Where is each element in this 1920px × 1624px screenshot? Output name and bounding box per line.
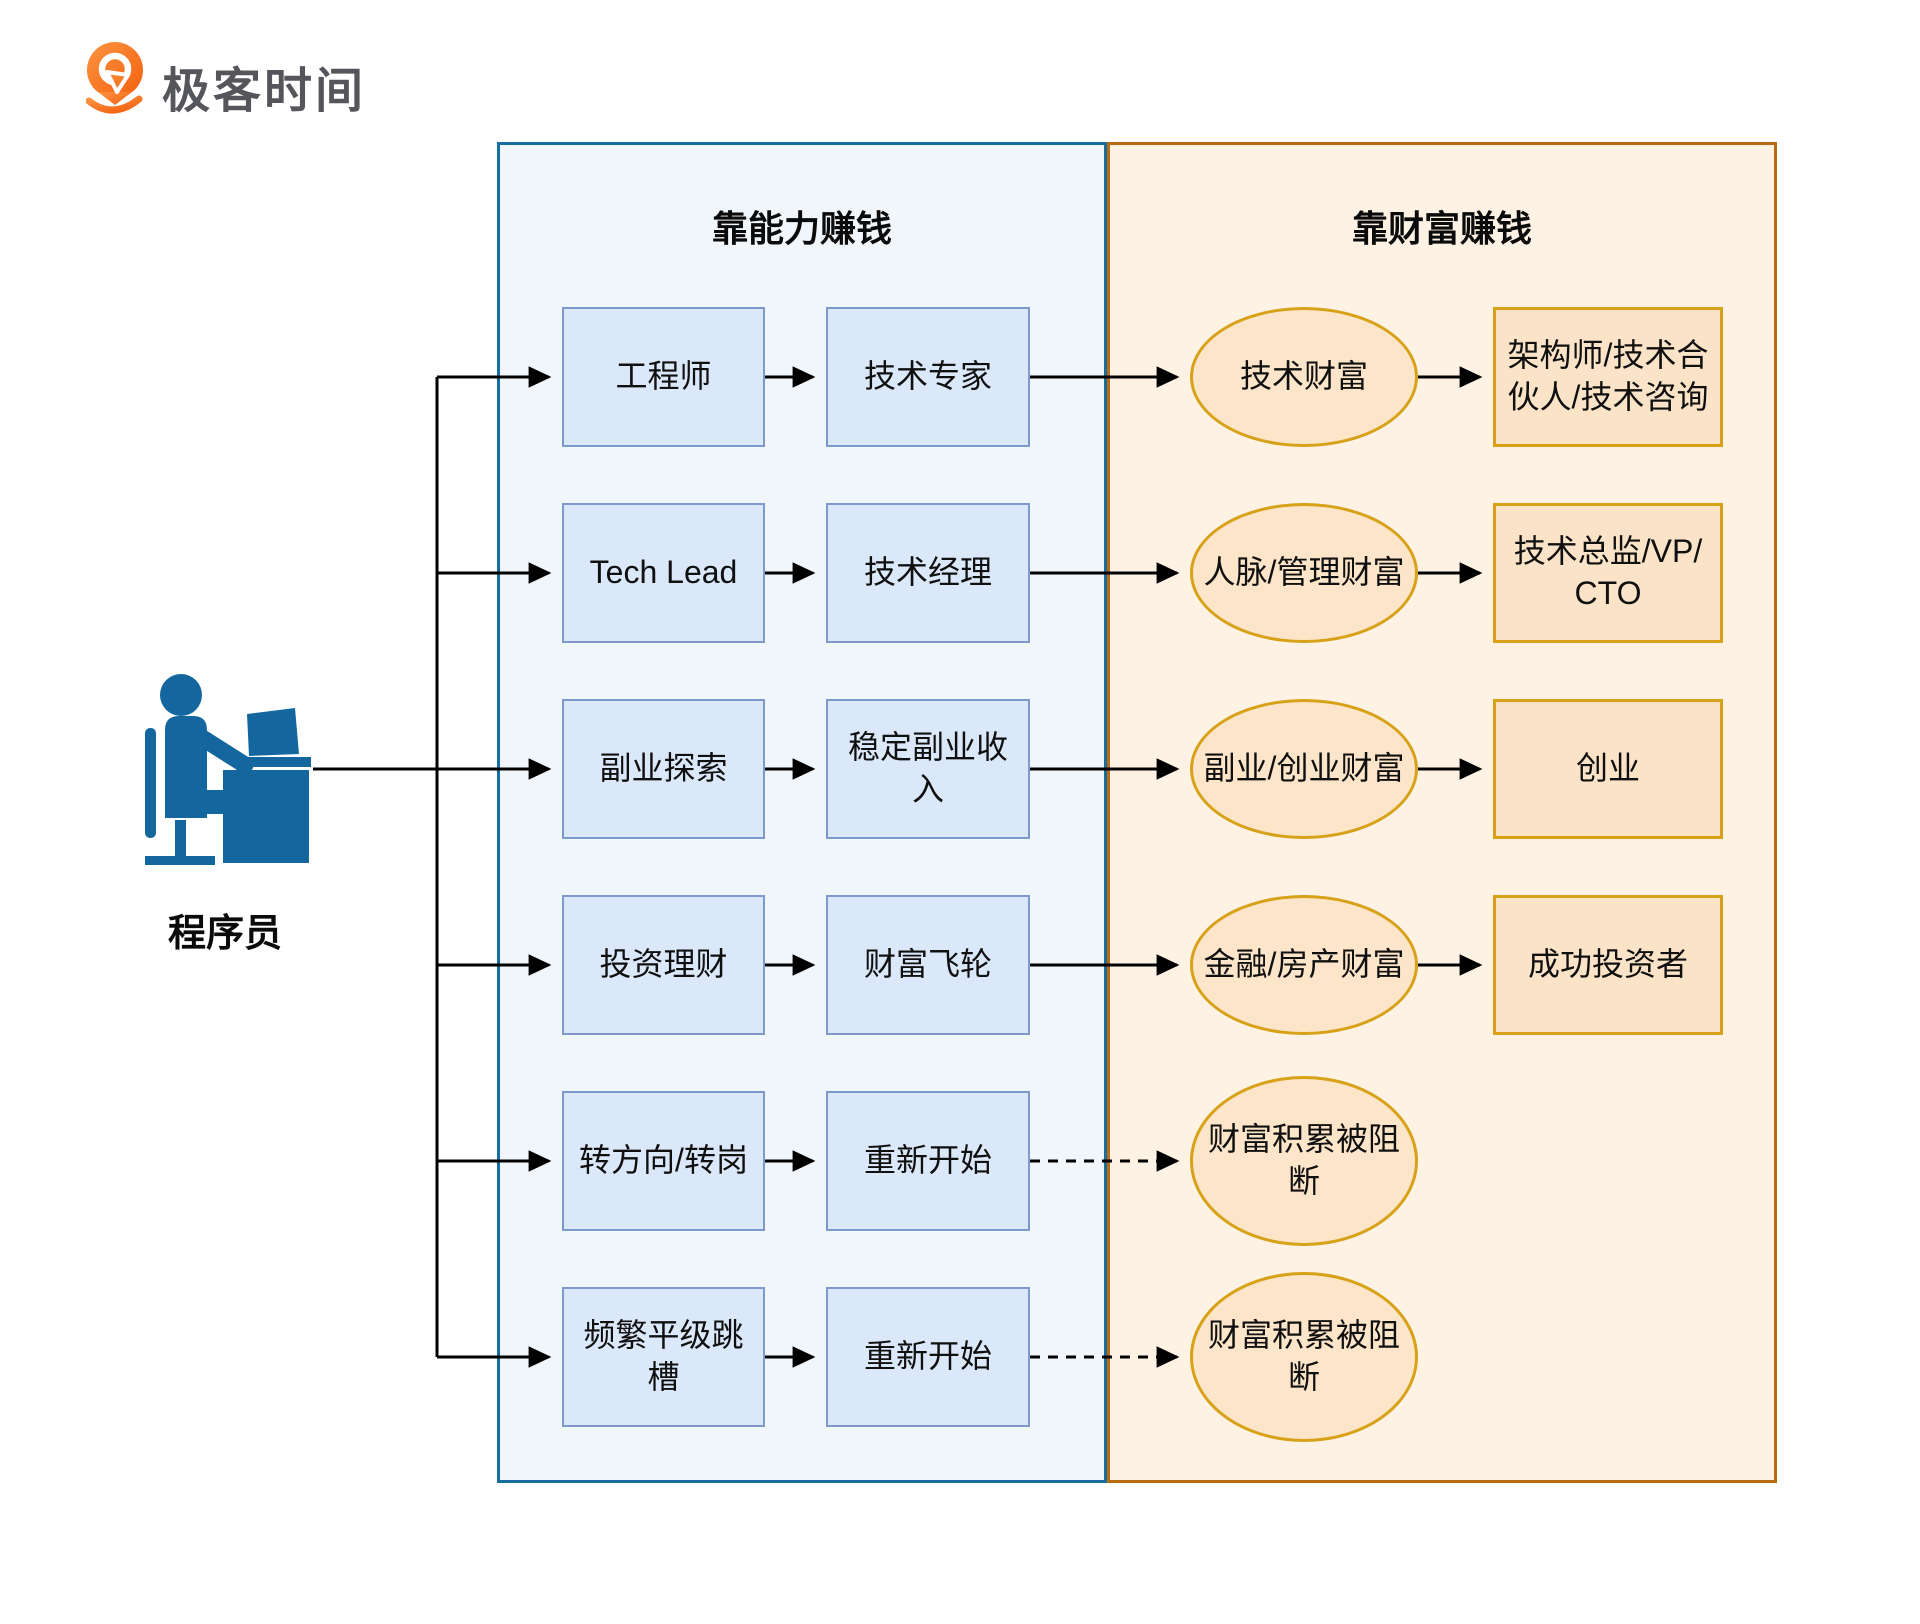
- node-network-wealth: 人脉/管理财富: [1190, 503, 1418, 643]
- node-change-direction: 转方向/转岗: [562, 1091, 765, 1231]
- node-tech-wealth: 技术财富: [1190, 307, 1418, 447]
- actor-label: 程序员: [167, 913, 282, 955]
- brand-name: 极客时间: [162, 65, 367, 118]
- node-restart-1: 重新开始: [826, 1091, 1030, 1231]
- node-investing: 投资理财: [562, 895, 765, 1035]
- node-architect-outcome: 架构师/技术合伙人/技术咨询: [1493, 307, 1723, 447]
- node-wealth-blocked-1: 财富积累被阻断: [1190, 1076, 1418, 1246]
- node-venture-wealth: 副业/创业财富: [1190, 699, 1418, 839]
- programmer-icon: [145, 670, 311, 871]
- node-stable-side-income: 稳定副业收入: [826, 699, 1030, 839]
- node-cto-outcome: 技术总监/VP/CTO: [1493, 503, 1723, 643]
- node-wealth-flywheel: 财富飞轮: [826, 895, 1030, 1035]
- node-tech-manager: 技术经理: [826, 503, 1030, 643]
- node-frequent-job-hopping: 频繁平级跳槽: [562, 1287, 765, 1427]
- panel-earn-by-wealth-title: 靠财富赚钱: [1351, 208, 1532, 249]
- node-investor-outcome: 成功投资者: [1493, 895, 1723, 1035]
- node-engineer: 工程师: [562, 307, 765, 447]
- node-wealth-blocked-2: 财富积累被阻断: [1190, 1272, 1418, 1442]
- node-finance-wealth: 金融/房产财富: [1190, 895, 1418, 1035]
- node-side-business: 副业探索: [562, 699, 765, 839]
- node-tech-lead: Tech Lead: [562, 503, 765, 643]
- brand-logo: 极客时间: [86, 40, 366, 124]
- node-restart-2: 重新开始: [826, 1287, 1030, 1427]
- panel-earn-by-ability-title: 靠能力赚钱: [711, 208, 892, 249]
- node-startup-outcome: 创业: [1493, 699, 1723, 839]
- geektime-logo-icon: [86, 42, 143, 114]
- node-tech-expert: 技术专家: [826, 307, 1030, 447]
